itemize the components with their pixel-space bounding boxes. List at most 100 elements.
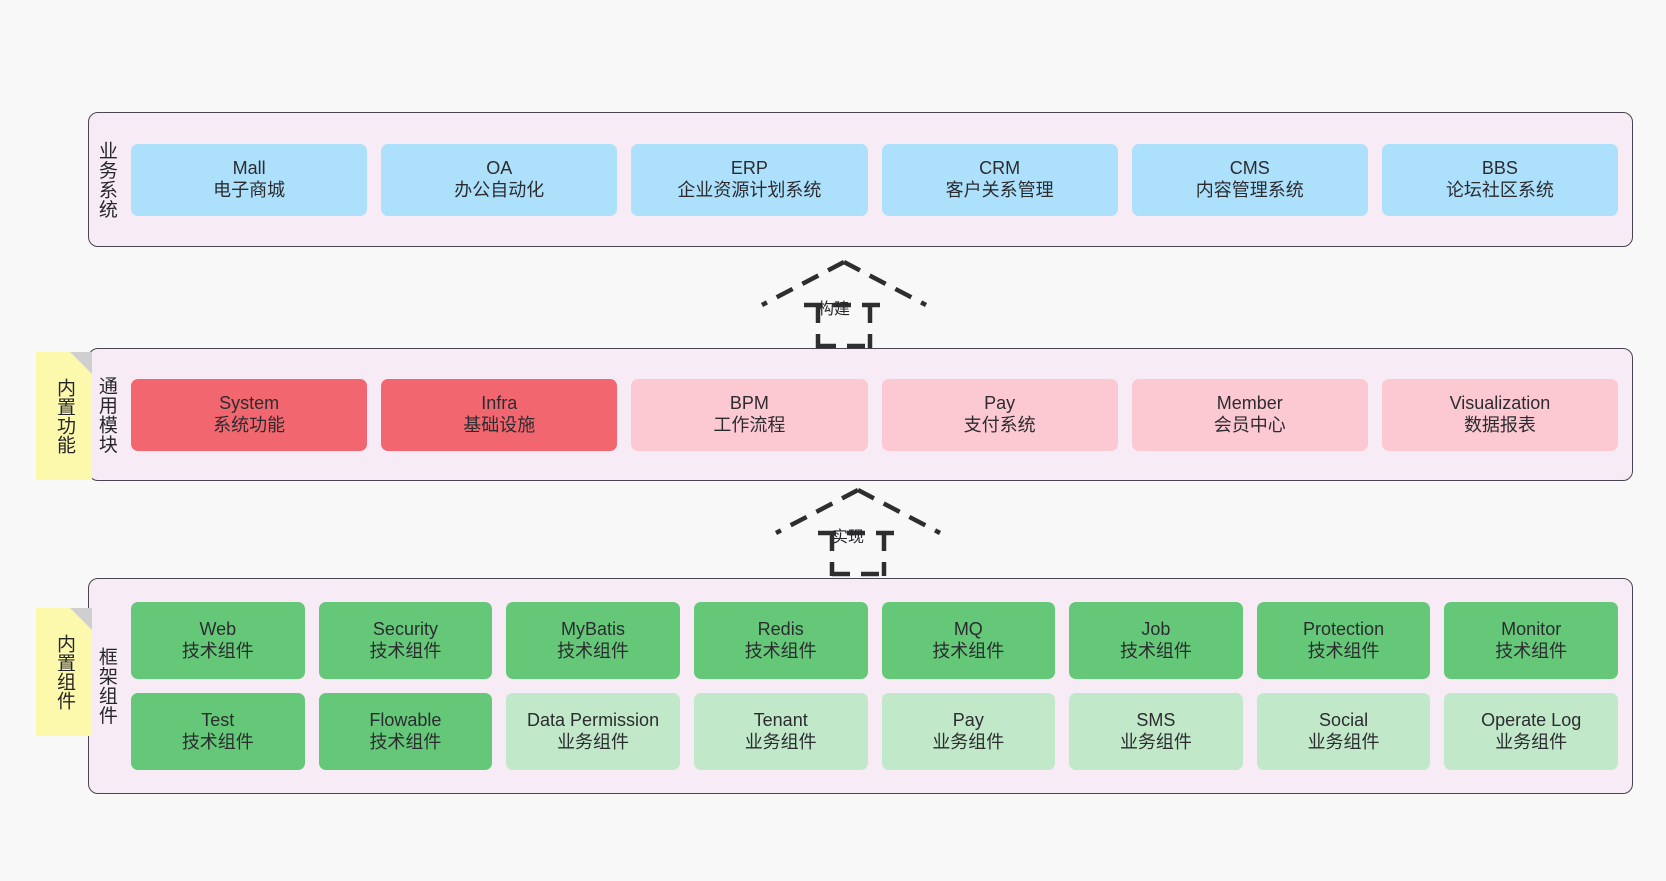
card-title-cn: 支付系统 — [963, 414, 1036, 435]
card-title-cn: 技术组件 — [181, 640, 254, 661]
card-title-en: Social — [1319, 709, 1369, 730]
card-security[interactable]: Security 技术组件 — [318, 602, 493, 679]
layer-body-business-system: Mall 电子商城 OA 办公自动化 ERP 企业资源计划系统 CRM 客户关系… — [123, 113, 1632, 246]
card-title-cn: 业务组件 — [1307, 731, 1380, 752]
card-title-en: BPM — [729, 392, 769, 413]
card-mybatis[interactable]: MyBatis 技术组件 — [506, 602, 680, 679]
card-title-en: Operate Log — [1481, 709, 1582, 730]
card-title-en: Pay — [984, 392, 1016, 413]
layer-title-common-module: 通用模块 — [95, 375, 117, 454]
card-title-cn: 技术组件 — [557, 640, 630, 661]
note-builtin-function: 内置功能 — [36, 352, 92, 480]
generalization-triangle-build — [760, 260, 928, 307]
card-member[interactable]: Member 会员中心 — [1131, 378, 1368, 451]
card-title-en: OA — [486, 157, 513, 178]
card-title-en: Visualization — [1449, 392, 1551, 413]
connector-label-build: 构建 — [818, 301, 851, 318]
note-label: 内置组件 — [53, 634, 75, 710]
card-title-en: Test — [201, 709, 235, 730]
connector-shaft-implement — [818, 530, 898, 577]
card-tenant[interactable]: Tenant 业务组件 — [693, 693, 868, 770]
card-mq[interactable]: MQ 技术组件 — [881, 602, 1056, 679]
card-title-cn: 会员中心 — [1213, 414, 1286, 435]
card-title-cn: 技术组件 — [181, 731, 254, 752]
card-title-cn: 内容管理系统 — [1195, 179, 1304, 200]
card-monitor[interactable]: Monitor 技术组件 — [1444, 602, 1618, 679]
card-bbs[interactable]: BBS 论坛社区系统 — [1381, 143, 1619, 216]
card-data-permission[interactable]: Data Permission 业务组件 — [506, 693, 680, 770]
card-title-cn: 业务组件 — [1119, 731, 1192, 752]
card-row: System 系统功能 Infra 基础设施 BPM 工作流程 Pay 支付系统… — [131, 378, 1619, 451]
card-title-cn: 基础设施 — [463, 414, 536, 435]
generalization-triangle-implement — [774, 488, 942, 535]
card-title-cn: 电子商城 — [213, 179, 286, 200]
card-system[interactable]: System 系统功能 — [131, 378, 368, 451]
card-title-en: Tenant — [753, 709, 808, 730]
card-oa[interactable]: OA 办公自动化 — [381, 143, 618, 216]
card-title-en: Security — [372, 618, 438, 639]
card-title-en: SMS — [1136, 709, 1176, 730]
card-title-en: Mall — [232, 157, 266, 178]
card-title-en: Infra — [481, 392, 518, 413]
card-pay-module[interactable]: Pay 支付系统 — [881, 378, 1118, 451]
card-mall[interactable]: Mall 电子商城 — [131, 143, 368, 216]
card-erp[interactable]: ERP 企业资源计划系统 — [631, 143, 868, 216]
card-title-cn: 技术组件 — [369, 731, 442, 752]
card-title-en: ERP — [730, 157, 768, 178]
card-operate-log[interactable]: Operate Log 业务组件 — [1444, 693, 1618, 770]
card-title-cn: 论坛社区系统 — [1445, 179, 1554, 200]
card-row-tech: Web 技术组件 Security 技术组件 MyBatis 技术组件 Redi… — [131, 602, 1618, 679]
card-title-en: Flowable — [369, 709, 442, 730]
card-job[interactable]: Job 技术组件 — [1069, 602, 1243, 679]
card-visualization[interactable]: Visualization 数据报表 — [1381, 378, 1619, 451]
card-title-cn: 工作流程 — [713, 414, 786, 435]
card-title-en: BBS — [1481, 157, 1518, 178]
card-title-en: System — [219, 392, 280, 413]
card-title-cn: 技术组件 — [1495, 640, 1568, 661]
card-title-en: CMS — [1229, 157, 1270, 178]
card-title-en: Protection — [1303, 618, 1385, 639]
card-redis[interactable]: Redis 技术组件 — [693, 602, 868, 679]
connector-implement: 实现 — [770, 486, 946, 577]
card-title-en: Redis — [757, 618, 804, 639]
card-title-cn: 技术组件 — [369, 640, 442, 661]
connector-shaft-build — [804, 302, 884, 349]
card-flowable[interactable]: Flowable 技术组件 — [318, 693, 493, 770]
layer-title-business-system: 业务系统 — [95, 140, 117, 219]
card-cms[interactable]: CMS 内容管理系统 — [1131, 143, 1368, 216]
layer-title-framework-component: 框架组件 — [95, 647, 117, 725]
card-sms[interactable]: SMS 业务组件 — [1069, 693, 1243, 770]
card-web[interactable]: Web 技术组件 — [131, 602, 305, 679]
card-title-cn: 办公自动化 — [454, 179, 545, 200]
card-pay-component[interactable]: Pay 业务组件 — [881, 693, 1056, 770]
card-row-biz: Test 技术组件 Flowable 技术组件 Data Permission … — [131, 693, 1618, 770]
card-title-en: Member — [1216, 392, 1283, 413]
card-social[interactable]: Social 业务组件 — [1256, 693, 1431, 770]
card-title-cn: 数据报表 — [1463, 414, 1536, 435]
card-title-cn: 业务组件 — [557, 731, 630, 752]
card-title-en: Web — [199, 618, 237, 639]
card-title-cn: 技术组件 — [1119, 640, 1192, 661]
card-title-en: Monitor — [1501, 618, 1562, 639]
card-title-cn: 业务组件 — [932, 731, 1005, 752]
layer-common-module: 通用模块 System 系统功能 Infra 基础设施 BPM 工作流程 Pay… — [88, 348, 1633, 481]
card-row: Mall 电子商城 OA 办公自动化 ERP 企业资源计划系统 CRM 客户关系… — [131, 143, 1619, 216]
card-title-cn: 企业资源计划系统 — [677, 179, 822, 200]
card-infra[interactable]: Infra 基础设施 — [381, 378, 618, 451]
card-title-cn: 技术组件 — [932, 640, 1005, 661]
card-title-en: Job — [1141, 618, 1171, 639]
card-title-en: Pay — [952, 709, 984, 730]
card-protection[interactable]: Protection 技术组件 — [1256, 602, 1431, 679]
card-title-cn: 客户关系管理 — [945, 179, 1054, 200]
card-test[interactable]: Test 技术组件 — [131, 693, 305, 770]
card-title-cn: 系统功能 — [213, 414, 286, 435]
connector-label-implement: 实现 — [832, 529, 865, 546]
card-bpm[interactable]: BPM 工作流程 — [631, 378, 868, 451]
note-builtin-component: 内置组件 — [36, 608, 92, 736]
layer-business-system: 业务系统 Mall 电子商城 OA 办公自动化 ERP 企业资源计划系统 CRM… — [88, 112, 1633, 247]
connector-build: 构建 — [756, 258, 932, 349]
card-title-cn: 技术组件 — [744, 640, 817, 661]
layer-body-common-module: System 系统功能 Infra 基础设施 BPM 工作流程 Pay 支付系统… — [123, 349, 1632, 480]
card-crm[interactable]: CRM 客户关系管理 — [881, 143, 1118, 216]
